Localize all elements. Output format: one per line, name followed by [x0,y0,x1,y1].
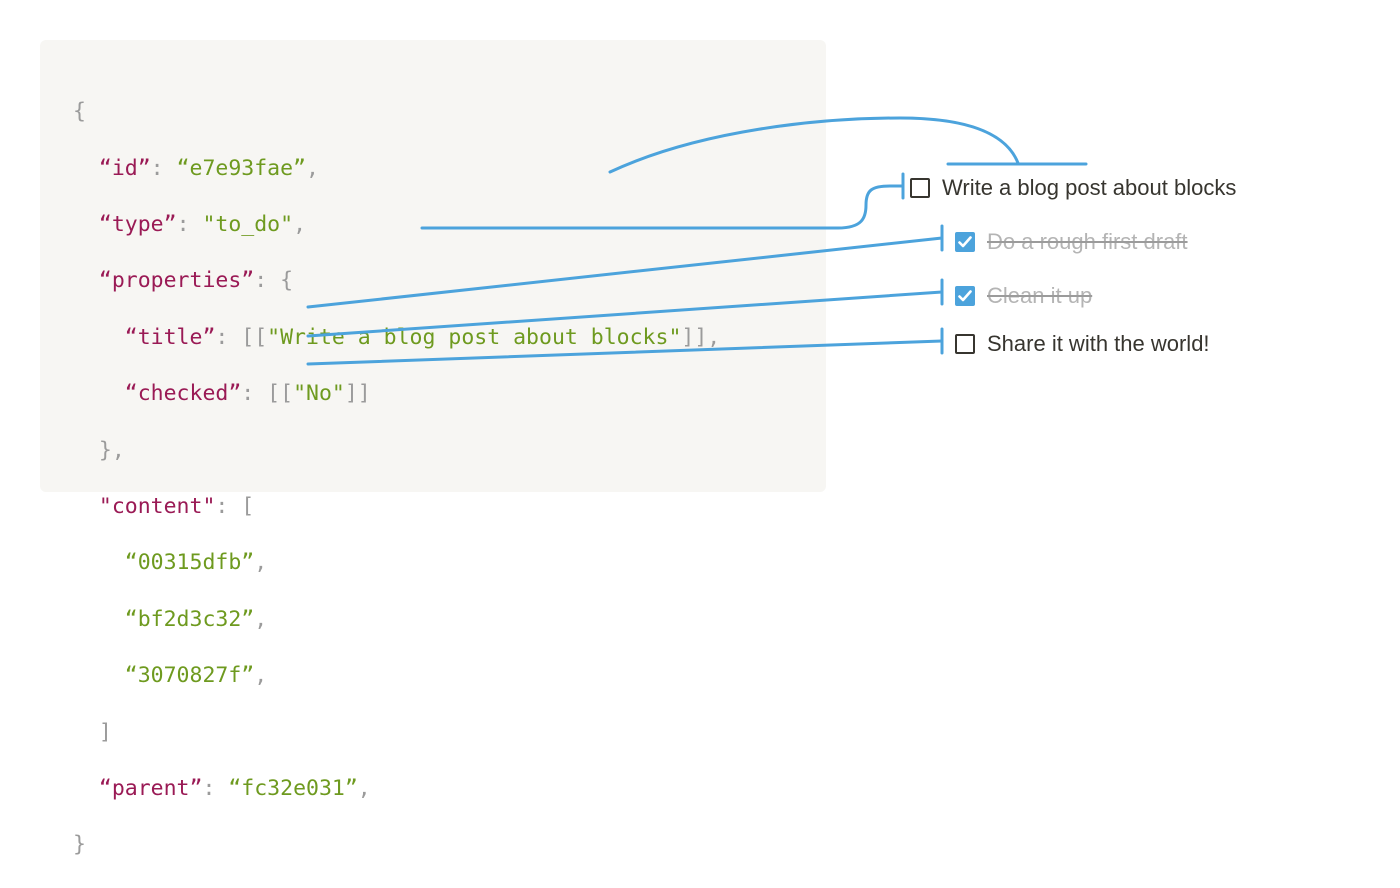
id-value: “e7e93fae” [176,155,307,181]
parent-value: “fc32e031” [228,775,358,801]
code-line-content-item: “bf2d3c32”, [73,606,720,634]
content-sep: : [ [215,493,255,519]
content-connector-1 [306,236,944,309]
code-line-properties: “properties”: { [73,267,720,295]
properties-sep: : { [254,268,294,294]
close-brace: } [73,832,86,858]
checked-sep: : [[ [241,381,294,407]
title-end: ]], [681,324,721,350]
content-connector-2 [306,290,944,338]
checked-connector [420,184,905,230]
content-item-3: “3070827f” [124,663,255,689]
id-key: “id” [98,155,151,181]
parent-sep: : [202,775,229,801]
code-line-properties-close: }, [73,437,720,465]
todo-item-2[interactable]: Clean it up [955,283,1092,309]
checkmark-icon [958,290,972,302]
checked-end: ]] [344,381,371,407]
title-key: “title” [124,324,216,350]
checked-key: “checked” [124,381,242,407]
code-line-content: "content": [ [73,493,720,521]
code-line-content-item: “00315dfb”, [73,549,720,577]
parent-key: “parent” [98,775,203,801]
content-close: ] [98,719,112,745]
todo-item-main[interactable]: Write a blog post about blocks [910,175,1236,201]
content-item-1: “00315dfb” [124,550,255,576]
type-sep: : [176,211,203,237]
parent-comma: , [357,775,371,801]
open-brace: { [73,99,86,125]
code-line-parent: “parent”: “fc32e031”, [73,775,720,803]
content-item-2: “bf2d3c32” [124,606,255,632]
code-line-id: “id”: “e7e93fae”, [73,155,720,183]
properties-key: “properties” [98,268,255,294]
checkbox-unchecked[interactable] [910,178,930,198]
checked-value: "No" [293,381,345,407]
todo-label-2: Clean it up [987,283,1093,308]
type-key: “type” [98,211,177,237]
code-line-open: { [73,98,720,126]
checkbox-checked[interactable] [955,232,975,252]
todo-label-main: Write a blog post about blocks [942,175,1237,200]
type-value: "to_do" [202,211,294,237]
content-connector-3 [306,339,944,366]
id-sep: : [150,155,177,181]
id-comma: , [306,155,319,181]
todo-item-3[interactable]: Share it with the world! [955,331,1210,357]
type-comma: , [293,211,307,237]
checkmark-icon [958,236,972,248]
content-key: "content" [98,493,216,519]
properties-close: }, [98,437,125,463]
content-item-comma: , [254,606,268,632]
checkbox-unchecked[interactable] [955,334,975,354]
content-item-comma: , [254,550,268,576]
code-line-content-item: “3070827f”, [73,662,720,690]
content-item-comma: , [254,663,268,689]
title-sep: : [[ [215,324,268,350]
checkbox-checked[interactable] [955,286,975,306]
code-line-content-close: ] [73,719,720,747]
code-line-close: } [73,831,720,859]
code-line-type: “type”: "to_do", [73,211,720,239]
todo-item-1[interactable]: Do a rough first draft [955,229,1188,255]
code-line-checked: “checked”: [["No"]] [73,380,720,408]
todo-label-1: Do a rough first draft [987,229,1188,254]
connector-lines [306,116,1088,366]
title-connector [608,116,1020,174]
todo-label-3: Share it with the world! [987,331,1210,356]
